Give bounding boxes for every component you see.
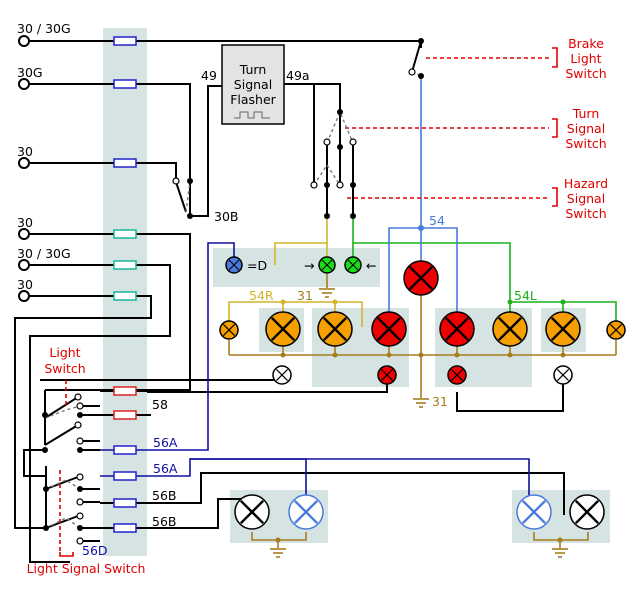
terminal-label-6: 30 <box>17 277 33 292</box>
terminal-label-3: 30 <box>17 144 33 159</box>
fuse-8 <box>113 410 137 420</box>
ground-symbols <box>270 288 568 558</box>
turn-left-indicator-icon <box>344 256 362 274</box>
fuse-3 <box>113 158 137 168</box>
label-31-bottom: 31 <box>432 394 448 409</box>
flasher-title-line1: Turn <box>239 62 267 77</box>
headlight-left-high-icon <box>516 494 552 530</box>
ground-junctions <box>275 352 566 543</box>
label-30b: 30B <box>214 209 238 224</box>
label-54r: 54R <box>249 288 274 303</box>
side-marker-right-icon <box>219 320 239 340</box>
hazard-switch-label-1: Hazard <box>564 176 608 191</box>
plate-lamp-right-icon <box>272 365 292 385</box>
terminal-5 <box>18 259 30 271</box>
fuse-1 <box>113 36 137 46</box>
front-left-turn-lamp-icon <box>492 311 528 347</box>
light-switch-label-1: Light <box>49 345 80 360</box>
fuse-11 <box>113 498 137 508</box>
hazard-switch-label-3: Switch <box>565 206 606 221</box>
turn-right-indicator-icon <box>318 256 336 274</box>
turn-switch-label-3: Switch <box>565 136 606 151</box>
turn-right-junctions <box>280 299 338 305</box>
brake-lamp-center-icon <box>403 260 439 296</box>
terminal-3 <box>18 157 30 169</box>
flasher-pulse-icon <box>234 111 270 119</box>
switch-brackets <box>59 47 558 557</box>
label-56d: 56D <box>82 543 108 558</box>
input-terminals <box>18 35 30 302</box>
brake-lamp-left-icon <box>439 311 475 347</box>
light-switch-label-2: Switch <box>44 361 85 376</box>
terminal-2 <box>18 78 30 90</box>
tail-lamp-right-icon <box>377 365 397 385</box>
brake-switch-label-1: Brake <box>568 36 604 51</box>
junction-dots <box>42 38 424 531</box>
arrow-left-label: ← <box>366 258 376 273</box>
flasher-title-line2: Signal <box>234 77 272 92</box>
wire-labels: 30B 54 54R 54L 31 31 58 56A 56A 56B 56B … <box>82 209 537 558</box>
flasher-pin-in: 49 <box>201 68 217 83</box>
label-56b-1: 56B <box>152 488 176 503</box>
high-beam-indicator-icon <box>225 256 243 274</box>
label-31-top: 31 <box>297 288 313 303</box>
fuse-12 <box>113 523 137 533</box>
terminal-labels: 30 / 30G 30G 30 30 30 / 30G 30 <box>17 21 71 292</box>
switch-actuator-lines <box>59 57 549 552</box>
terminal-4 <box>18 228 30 240</box>
lamps <box>219 256 626 530</box>
switch-contacts <box>74 68 416 545</box>
plate-lamp-left-icon <box>553 365 573 385</box>
tail-lamp-left-icon <box>447 365 467 385</box>
light-signal-switch-label: Light Signal Switch <box>27 561 146 576</box>
brake-switch-label-2: Light <box>570 51 601 66</box>
headlight-left-low-icon <box>569 494 605 530</box>
brake-junction <box>418 225 424 231</box>
fuse-7 <box>113 386 137 396</box>
brake-wires <box>388 76 458 327</box>
label-56b-2: 56B <box>152 514 176 529</box>
brake-switch-label-3: Switch <box>565 66 606 81</box>
terminal-label-1: 30 / 30G <box>17 21 71 36</box>
fuse-5 <box>113 260 137 270</box>
flasher-box <box>221 44 285 125</box>
rear-left-turn-lamp-icon <box>545 311 581 347</box>
terminal-label-5: 30 / 30G <box>17 246 71 261</box>
fuse-9 <box>113 445 137 455</box>
hazard-switch-label-2: Signal <box>567 191 605 206</box>
flasher-title-line3: Flasher <box>230 92 276 107</box>
label-56a-1: 56A <box>153 435 178 450</box>
terminal-label-2: 30G <box>17 65 43 80</box>
label-56a-2: 56A <box>153 461 178 476</box>
turn-switch-label-2: Signal <box>567 121 605 136</box>
indicator-d-label: =D <box>247 258 267 273</box>
front-right-turn-lamp-icon <box>317 311 353 347</box>
arrow-right-label: → <box>304 258 314 273</box>
fuse-4 <box>113 229 137 239</box>
headlight-right-low-icon <box>234 494 270 530</box>
fuses <box>113 36 137 533</box>
turn-left-junctions <box>507 299 566 305</box>
label-54l: 54L <box>514 288 537 303</box>
fuse-10 <box>113 471 137 481</box>
brake-lamp-right-icon <box>371 311 407 347</box>
headlamp-wires <box>100 242 530 505</box>
label-58: 58 <box>152 397 168 412</box>
turn-switch-label-1: Turn <box>572 106 600 121</box>
terminal-label-4: 30 <box>17 215 33 230</box>
label-54: 54 <box>429 213 445 228</box>
fuse-2 <box>113 79 137 89</box>
flasher-pin-out: 49a <box>286 68 310 83</box>
terminal-6 <box>18 290 30 302</box>
flasher-labels: Turn Signal Flasher 49 49a <box>201 62 310 107</box>
side-marker-left-icon <box>606 320 626 340</box>
switch-labels: Brake Light Switch Turn Signal Switch Ha… <box>27 36 609 576</box>
fuse-6 <box>113 291 137 301</box>
rear-right-turn-lamp-icon <box>265 311 301 347</box>
terminal-1 <box>18 35 30 47</box>
headlight-right-high-icon <box>288 494 324 530</box>
